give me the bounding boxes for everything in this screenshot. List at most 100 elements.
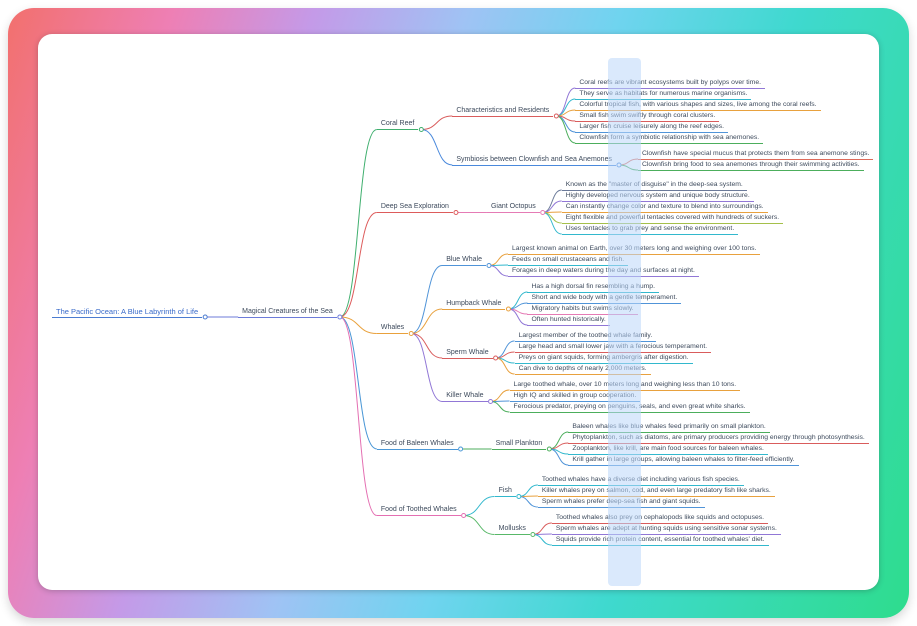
mindmap-topic-node[interactable]: Food of Baleen Whales: [376, 439, 458, 450]
mindmap-branch: Feeds on small crustaceans and fish.: [507, 256, 760, 266]
mindmap-topic-node[interactable]: Giant Octopus: [486, 202, 540, 213]
mindmap-branch: Migratory habits but swims slowly.: [527, 305, 681, 315]
mindmap-root-node[interactable]: The Pacific Ocean: A Blue Labyrinth of L…: [52, 307, 203, 318]
mindmap-branch: Small fish swim swiftly through coral cl…: [575, 112, 820, 122]
mindmap-branch: Eight flexible and powerful tentacles co…: [561, 214, 784, 224]
mindmap-topic-node[interactable]: Characteristics and Residents: [452, 106, 554, 117]
mindmap-topic-node[interactable]: Coral Reef: [376, 119, 419, 130]
mindmap-children-group: Coral reefs are vibrant ecosystems built…: [575, 79, 821, 144]
mindmap-branch: Sperm whales prefer deep-sea fish and gi…: [537, 498, 775, 508]
mindmap: The Pacific Ocean: A Blue Labyrinth of L…: [38, 34, 879, 590]
mindmap-leaf-node[interactable]: Coral reefs are vibrant ecosystems built…: [575, 79, 766, 89]
mindmap-leaf-node[interactable]: Uses tentacles to grab prey and sense th…: [561, 225, 739, 235]
mindmap-children-group: Known as the "master of disguise" in the…: [561, 181, 784, 235]
mindmap-topic-node[interactable]: Deep Sea Exploration: [376, 202, 453, 213]
mindmap-leaf-node[interactable]: Phytoplankton, such as diatoms, are prim…: [568, 434, 869, 444]
mindmap-leaf-node[interactable]: Sperm whales are adept at hunting squids…: [551, 525, 781, 535]
mindmap-branch: Killer whales prey on salmon, cod, and e…: [537, 487, 775, 497]
mindmap-children-group: Magical Creatures of the Sea Coral Reef Ch…: [238, 79, 874, 546]
mindmap-leaf-node[interactable]: Eight flexible and powerful tentacles co…: [561, 214, 784, 224]
mindmap-leaf-node[interactable]: Small fish swim swiftly through coral cl…: [575, 112, 720, 122]
mindmap-topic-node[interactable]: Sperm Whale: [442, 348, 493, 359]
mindmap-branch: Clownfish bring food to sea anemones thr…: [637, 161, 873, 171]
mindmap-leaf-node[interactable]: Clownfish form a symbiotic relationship …: [575, 134, 764, 144]
mindmap-branch: Food of Baleen Whales Small Plankton Balee…: [376, 423, 874, 466]
mindmap-branch: Forages in deep waters during the day an…: [507, 267, 760, 277]
mindmap-topic-node[interactable]: Blue Whale: [442, 255, 486, 266]
mindmap-leaf-node[interactable]: Squids provide rich protein content, ess…: [551, 536, 769, 546]
mindmap-branch: Sperm Whale Largest member of the toothed…: [442, 332, 760, 375]
mindmap-leaf-node[interactable]: Can instantly change color and texture t…: [561, 203, 768, 213]
mindmap-leaf-node[interactable]: Baleen whales like blue whales feed prim…: [568, 423, 770, 433]
mindmap-branch: Highly developed nervous system and uniq…: [561, 192, 783, 202]
mindmap-topic-node[interactable]: Small Plankton: [491, 439, 547, 450]
mindmap-topic-node[interactable]: Symbiosis between Clownfish and Sea Anem…: [452, 155, 616, 166]
mindmap-branch: Coral reefs are vibrant ecosystems built…: [575, 79, 820, 89]
mindmap-branch: Larger fish cruise leisurely along the r…: [575, 123, 820, 133]
mindmap-leaf-node[interactable]: Highly developed nervous system and uniq…: [561, 192, 754, 202]
mindmap-leaf-node[interactable]: Clownfish bring food to sea anemones thr…: [637, 161, 864, 171]
mindmap-branch: High IQ and skilled in group cooperation…: [509, 392, 750, 402]
mindmap-leaf-node[interactable]: Preys on giant squids, forming ambergris…: [514, 354, 693, 364]
mindmap-topic-node[interactable]: Humpback Whale: [442, 299, 506, 310]
mindmap-branch: Can dive to depths of nearly 2,000 meter…: [514, 365, 712, 375]
mindmap-leaf-node[interactable]: Larger fish cruise leisurely along the r…: [575, 123, 729, 133]
mindmap-leaf-node[interactable]: Colorful tropical fish, with various sha…: [575, 101, 821, 111]
mindmap-branch: Has a high dorsal fin resembling a hump.: [527, 283, 681, 293]
mindmap-children-group: Characteristics and Residents Coral reefs…: [452, 79, 874, 171]
mindmap-branch: Known as the "master of disguise" in the…: [561, 181, 783, 191]
mindmap-branch: Preys on giant squids, forming ambergris…: [514, 354, 712, 364]
mindmap-leaf-node[interactable]: Has a high dorsal fin resembling a hump.: [527, 283, 659, 293]
mindmap-branch: Toothed whales also prey on cephalopods …: [551, 514, 781, 524]
mindmap-branch: Colorful tropical fish, with various sha…: [575, 101, 821, 111]
mindmap-branch: Phytoplankton, such as diatoms, are prim…: [568, 434, 869, 444]
mindmap-leaf-node[interactable]: Toothed whales also prey on cephalopods …: [551, 514, 769, 524]
mindmap-branch: Humpback Whale Has a high dorsal fin rese…: [442, 283, 760, 326]
mindmap-topic-node[interactable]: Fish: [494, 486, 516, 497]
mindmap-branch: Zooplankton, like krill, are main food s…: [568, 445, 868, 455]
mindmap-leaf-node[interactable]: Killer whales prey on salmon, cod, and e…: [537, 487, 775, 497]
mindmap-leaf-node[interactable]: Can dive to depths of nearly 2,000 meter…: [514, 365, 651, 375]
mindmap-branch: They serve as habitats for numerous mari…: [575, 90, 820, 100]
mindmap-children-group: Small Plankton Baleen whales like blue wh…: [491, 423, 869, 466]
mindmap-leaf-node[interactable]: High IQ and skilled in group cooperation…: [509, 392, 641, 402]
mindmap-branch: Short and wide body with a gentle temper…: [527, 294, 682, 304]
mindmap-leaf-node[interactable]: Feeds on small crustaceans and fish.: [507, 256, 629, 266]
mindmap-branch: Sperm whales are adept at hunting squids…: [551, 525, 781, 535]
mindmap-leaf-node[interactable]: Known as the "master of disguise" in the…: [561, 181, 747, 191]
mindmap-leaf-node[interactable]: Often hunted historically.: [527, 316, 610, 326]
mindmap-topic-node[interactable]: Food of Toothed Whales: [376, 505, 461, 516]
mindmap-topic-node[interactable]: Whales: [376, 323, 409, 334]
mindmap-branch: Clownfish form a symbiotic relationship …: [575, 134, 820, 144]
mindmap-branch: Magical Creatures of the Sea Coral Reef Ch…: [238, 79, 874, 546]
mindmap-branch: Often hunted historically.: [527, 316, 681, 326]
mindmap-leaf-node[interactable]: Zooplankton, like krill, are main food s…: [568, 445, 768, 455]
mindmap-branch: Deep Sea Exploration Giant Octopus Known a…: [376, 181, 874, 235]
mindmap-children-group: Giant Octopus Known as the "master of dis…: [486, 181, 784, 235]
mindmap-topic-node[interactable]: Magical Creatures of the Sea: [238, 307, 337, 318]
mindmap-branch: The Pacific Ocean: A Blue Labyrinth of L…: [52, 79, 874, 546]
mindmap-branch: Toothed whales have a diverse diet inclu…: [537, 476, 775, 486]
mindmap-leaf-node[interactable]: Migratory habits but swims slowly.: [527, 305, 638, 315]
mindmap-leaf-node[interactable]: They serve as habitats for numerous mari…: [575, 90, 752, 100]
mindmap-branch: Krill gather in large groups, allowing b…: [568, 456, 868, 466]
mindmap-branch: Symbiosis between Clownfish and Sea Anem…: [452, 150, 874, 171]
mindmap-branch: Giant Octopus Known as the "master of dis…: [486, 181, 784, 235]
mindmap-leaf-node[interactable]: Krill gather in large groups, allowing b…: [568, 456, 799, 466]
highlight-column: [608, 58, 641, 586]
mindmap-leaf-node[interactable]: Short and wide body with a gentle temper…: [527, 294, 682, 304]
mindmap-leaf-node[interactable]: Forages in deep waters during the day an…: [507, 267, 699, 277]
mindmap-topic-node[interactable]: Killer Whale: [442, 391, 488, 402]
mindmap-leaf-node[interactable]: Largest member of the toothed whale fami…: [514, 332, 657, 342]
mindmap-branch: Uses tentacles to grab prey and sense th…: [561, 225, 783, 235]
mindmap-branch: Clownfish have special mucus that protec…: [637, 150, 874, 160]
mindmap-canvas[interactable]: The Pacific Ocean: A Blue Labyrinth of L…: [38, 34, 879, 590]
mindmap-leaf-node[interactable]: Clownfish have special mucus that protec…: [637, 150, 874, 160]
mindmap-topic-node[interactable]: Mollusks: [494, 524, 530, 535]
mindmap-children-group: Clownfish have special mucus that protec…: [637, 150, 874, 171]
gradient-frame: The Pacific Ocean: A Blue Labyrinth of L…: [8, 8, 909, 618]
